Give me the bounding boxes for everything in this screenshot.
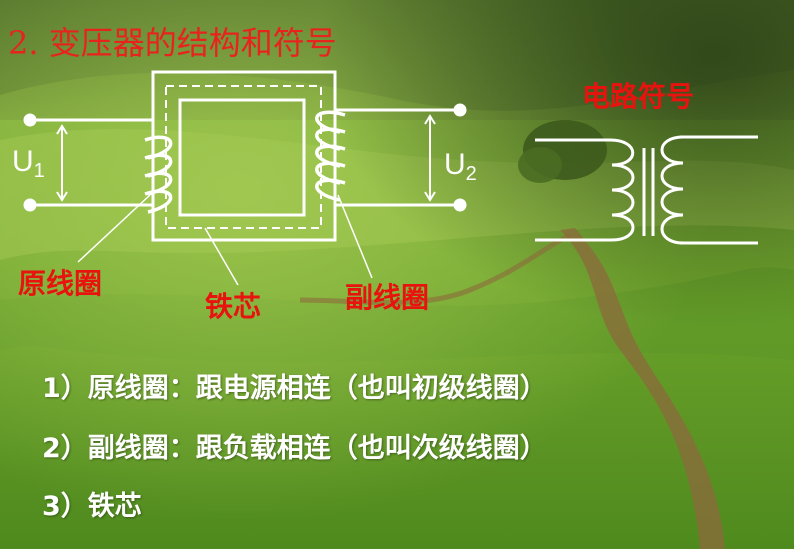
u2-letter: U [444,148,466,181]
slide-title: 2. 变压器的结构和符号 [8,24,337,62]
core-dashed [165,85,322,229]
primary-coil-label: 原线圈 [18,267,103,300]
voltage-u1: U1 [12,145,45,183]
u1-letter: U [12,145,34,178]
list-item-secondary: 2）副线圈：跟负载相连（也叫次级线圈） [42,433,547,464]
core-inner [178,98,306,217]
list-item-core: 3）铁芯 [42,491,142,522]
u1-subscript: 1 [33,160,45,182]
secondary-coil-label: 副线圈 [345,281,430,314]
u2-subscript: 2 [465,163,477,185]
primary-coil [144,135,173,214]
secondary-coil [315,110,346,202]
core-label: 铁芯 [205,290,262,323]
list-item-primary: 1）原线圈：跟电源相连（也叫初级线圈） [42,373,547,404]
circuit-symbol-title: 电路符号 [582,80,695,113]
transformer-symbol [535,135,758,245]
voltage-u2: U2 [444,148,477,186]
